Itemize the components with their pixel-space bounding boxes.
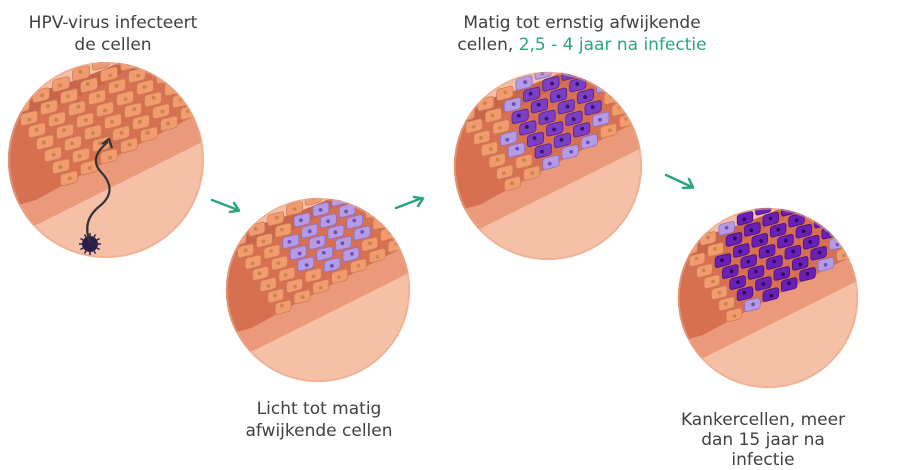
arrow-right-icon: [664, 173, 695, 190]
stage-4-label-line-2: dan 15 jaar na: [701, 430, 825, 450]
cell-layer: [8, 62, 204, 230]
stage-3-label-line-1: Matig tot ernstig afwijkende: [463, 13, 701, 33]
stage-1-label: HPV-virus infecteert de cellen: [8, 12, 218, 56]
stage-1-label-line-1: HPV-virus infecteert: [28, 13, 198, 33]
stage-3-label: Matig tot ernstig afwijkende cellen, 2,5…: [432, 12, 732, 56]
arrow-right-icon: [394, 195, 425, 210]
stage-4-label-line-3: infectie: [731, 450, 795, 470]
stage-4-label-line-1: Kankercellen, meer: [680, 410, 846, 430]
stage-3-label-timing: 2,5 - 4 jaar na infectie: [518, 35, 707, 55]
stage-2-label: Licht tot matig afwijkende cellen: [214, 398, 424, 442]
stage-4-label: Kankercellen, meer dan 15 jaar na infect…: [668, 410, 858, 470]
stage-3-label-line-2: cellen, 2,5 - 4 jaar na infectie: [432, 34, 732, 56]
cell-layer: [453, 71, 643, 234]
stage-1-label-line-2: de cellen: [74, 35, 152, 55]
stage-3-tissue-illustration: [453, 71, 643, 261]
stage-1-tissue-illustration: [8, 62, 204, 258]
stage-4-tissue-illustration: [677, 207, 859, 389]
stage-2-label-line-1: Licht tot matig: [256, 399, 382, 419]
stage-2-tissue-illustration: [225, 197, 411, 383]
cell-layer: [225, 197, 411, 356]
stage-2-label-line-2: afwijkende cellen: [245, 421, 393, 441]
arrow-right-icon: [210, 198, 241, 214]
hpv-virus-icon: [79, 233, 101, 255]
stage-3-label-prefix: cellen,: [457, 35, 519, 55]
